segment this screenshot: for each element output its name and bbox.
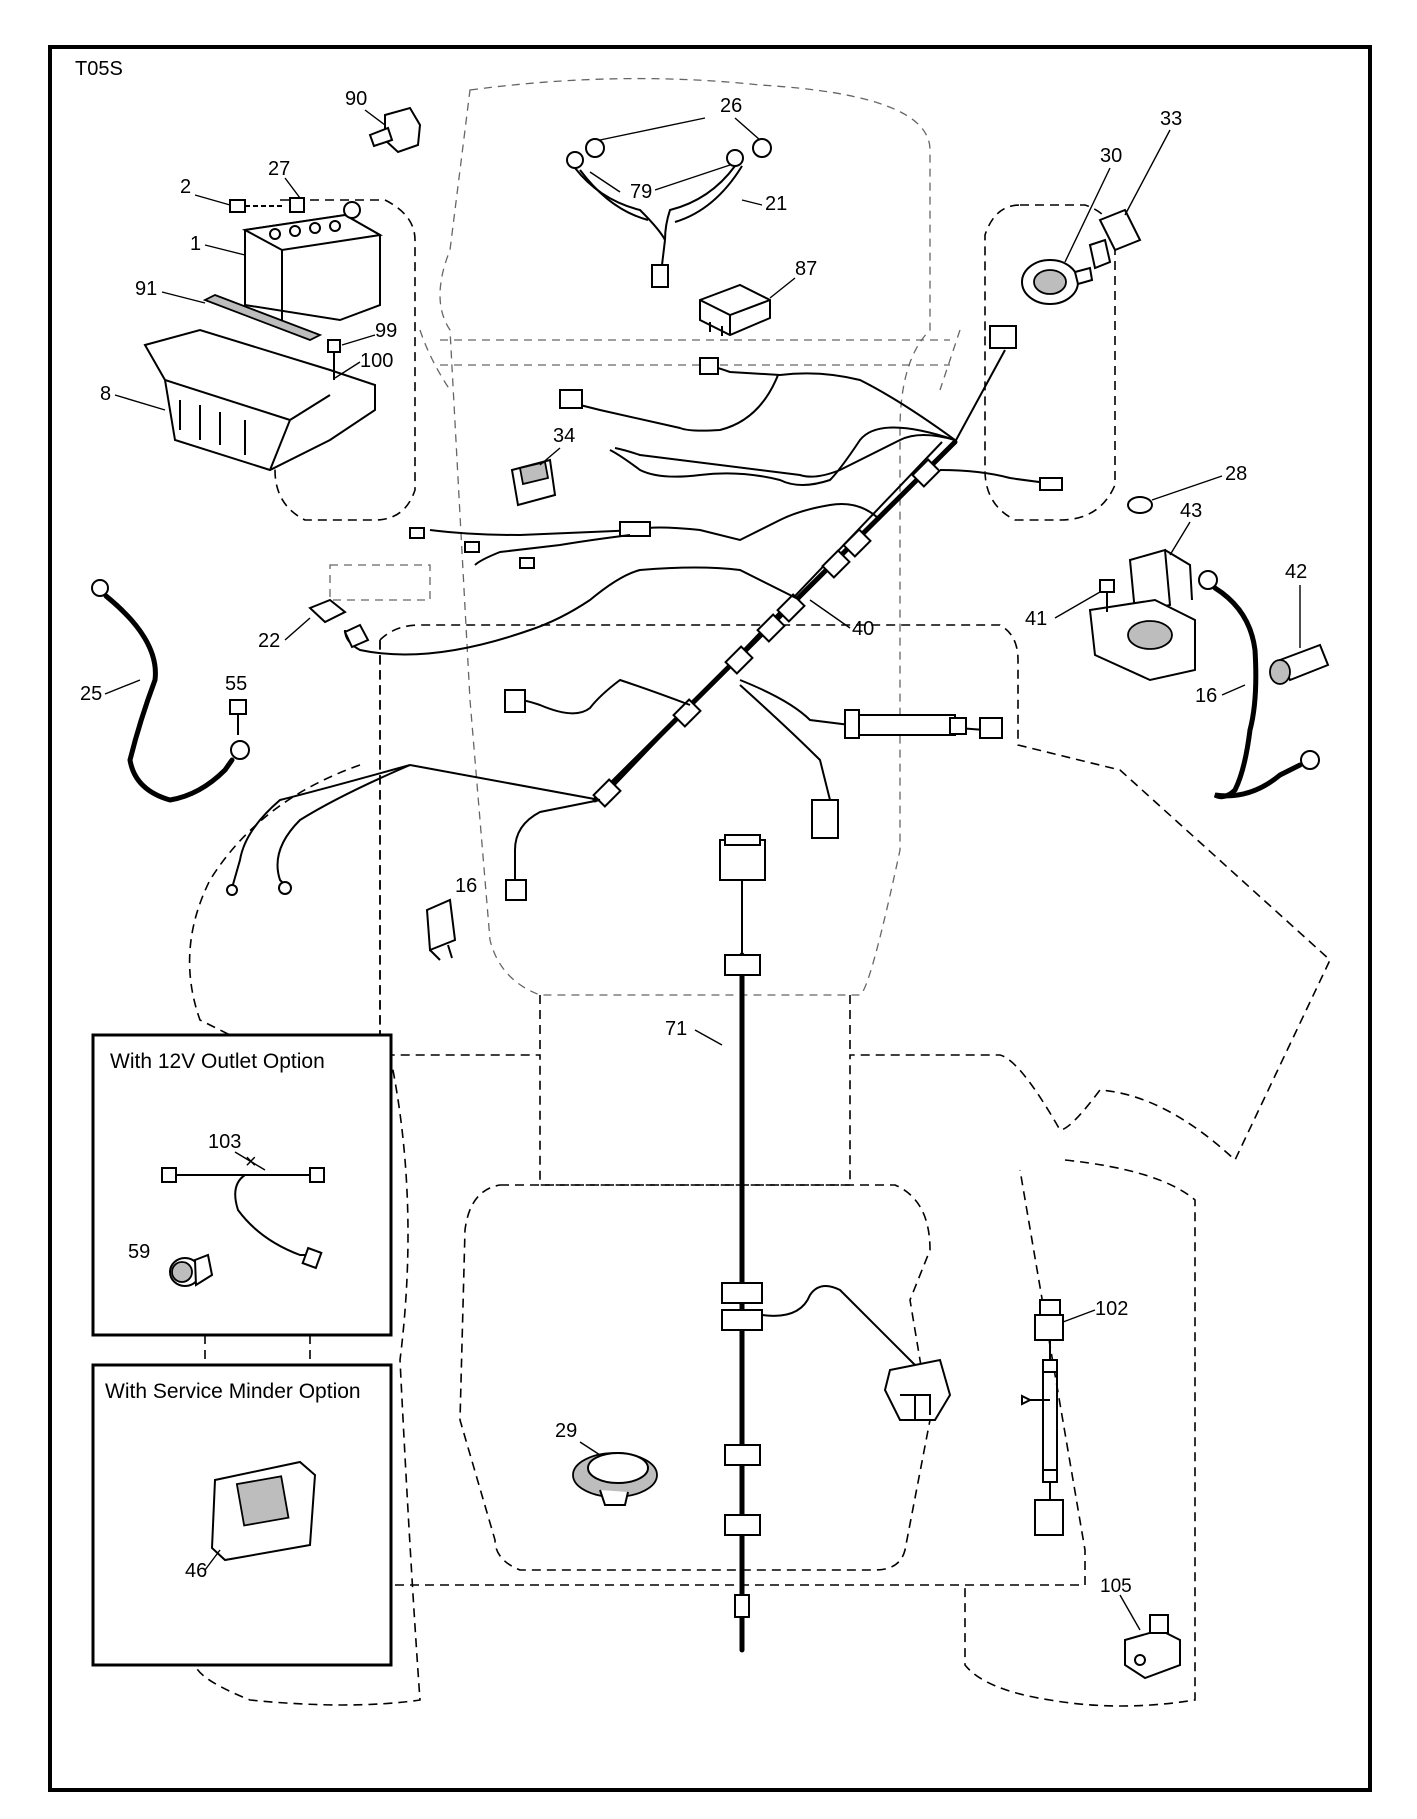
- inset-12v-title: With 12V Outlet Option: [110, 1050, 325, 1073]
- callout-30: 30: [1100, 145, 1122, 167]
- callout-100: 100: [360, 350, 393, 372]
- harness-102: [1021, 1299, 1064, 1536]
- key-33: [1088, 208, 1142, 270]
- callout-102: 102: [1095, 1298, 1128, 1320]
- callout-26: 22: [258, 630, 280, 652]
- battery-cable-25: [1198, 570, 1320, 800]
- callout-22: 26: [720, 95, 742, 117]
- buzzer-29: [572, 1452, 658, 1506]
- callout-34: 34: [553, 425, 575, 447]
- inset-service-minder-title: With Service Minder Option: [105, 1380, 361, 1403]
- switch-16: [425, 898, 457, 961]
- harness-71: [719, 834, 952, 1653]
- callout-8: 8: [100, 383, 111, 405]
- main-harness-40: [226, 325, 1063, 901]
- bolt-55: [229, 699, 247, 735]
- callout-29: 29: [555, 1420, 577, 1442]
- bolt-41: [1099, 579, 1115, 612]
- callout-41: 41: [1025, 608, 1047, 630]
- cap-90: [368, 106, 422, 154]
- callout-21: 21: [765, 193, 787, 215]
- callouts: 90 2 27 1 91 99 100 8 26 79 21 87 30 33 …: [80, 88, 1307, 1631]
- callout-40: 40: [852, 618, 874, 640]
- callout-55: 55: [225, 673, 247, 695]
- callout-27: 27: [268, 158, 290, 180]
- fuse-26: [308, 598, 370, 649]
- tractor-outline: [188, 77, 1331, 1707]
- inset-12v-outlet: With 12V Outlet Option ×: [91, 1033, 393, 1337]
- callout-46: 46: [185, 1560, 207, 1582]
- callout-1: 1: [190, 233, 201, 255]
- callout-99: 99: [375, 320, 397, 342]
- callout-25: 16: [1195, 685, 1217, 707]
- solenoid-43: [1088, 496, 1196, 682]
- terminal-cover-42: [1269, 643, 1330, 685]
- part-105: [1124, 1614, 1181, 1680]
- diagram-code: T05S: [75, 58, 123, 80]
- callout-2: 2: [180, 176, 191, 198]
- callout-103: 103: [208, 1131, 241, 1153]
- callout-28: 25: [80, 683, 102, 705]
- battery-assembly: [143, 197, 383, 472]
- switch-34: [510, 458, 557, 507]
- callout-79: 79: [630, 181, 652, 203]
- callout-90: 90: [345, 88, 367, 110]
- ignition-switch-30: [1021, 259, 1094, 305]
- callout-105: 105: [1100, 1576, 1132, 1597]
- callout-27b: 28: [1225, 463, 1247, 485]
- inset-service-minder: With Service Minder Option: [91, 1363, 393, 1667]
- callout-59: 59: [128, 1241, 150, 1263]
- diagram-frame: [48, 45, 1372, 1792]
- battery-cable-28: [91, 579, 250, 803]
- callout-42: 42: [1285, 561, 1307, 583]
- callout-33: 33: [1160, 108, 1182, 130]
- headlight-harness: [566, 138, 772, 288]
- callout-87: 87: [795, 258, 817, 280]
- callout-16: 16: [455, 875, 477, 897]
- relay-87: [699, 283, 771, 337]
- callout-43: 43: [1180, 500, 1202, 522]
- callout-91: 91: [135, 278, 157, 300]
- callout-71: 71: [665, 1018, 687, 1040]
